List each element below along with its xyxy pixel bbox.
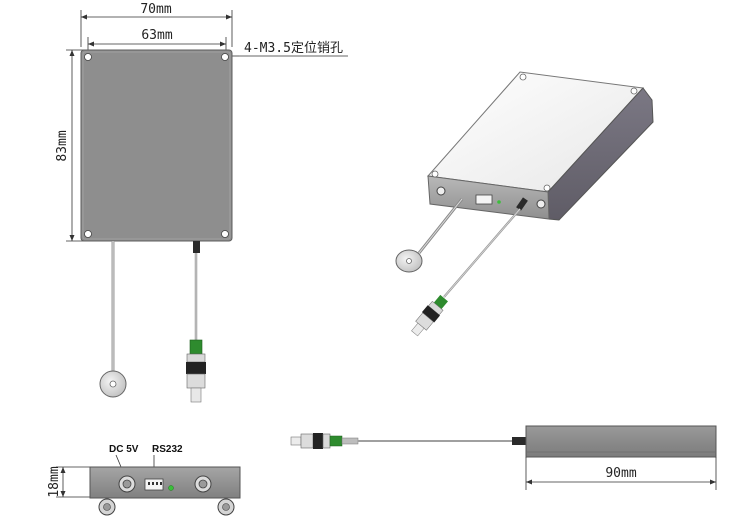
mount-hole bbox=[84, 53, 92, 61]
port-label-rs232: RS232 bbox=[152, 444, 183, 455]
status-led bbox=[168, 485, 174, 491]
dim-label-90: 90mm bbox=[605, 466, 636, 481]
side-fiber-connector bbox=[290, 433, 359, 449]
mount-hole bbox=[84, 230, 92, 238]
dimension-length: 90mm bbox=[525, 457, 717, 490]
dimension-height: 83mm bbox=[55, 49, 84, 242]
fiber-connector bbox=[186, 339, 206, 403]
side-view: 90mm bbox=[290, 425, 717, 490]
dim-label-63: 63mm bbox=[141, 28, 172, 43]
port-label-dc: DC 5V bbox=[109, 444, 139, 455]
dimension-depth: 18mm bbox=[47, 466, 90, 498]
dim-label-70: 70mm bbox=[140, 2, 171, 17]
front-panel bbox=[89, 466, 241, 499]
front-view: DC 5V RS232 18mm bbox=[47, 444, 241, 516]
hole-callout-label: 4-M3.5定位销孔 bbox=[244, 41, 343, 56]
iso-rs232-port bbox=[475, 194, 493, 205]
hole-callout: 4-M3.5定位销孔 bbox=[223, 41, 348, 57]
top-view: 70mm 63mm 83mm 4-M3.5定位销孔 bbox=[55, 2, 348, 403]
iso-fiber-connector bbox=[411, 294, 448, 337]
module-plate bbox=[80, 49, 233, 242]
dim-label-18: 18mm bbox=[47, 466, 62, 497]
mount-hole bbox=[221, 53, 229, 61]
mount-hole bbox=[221, 230, 229, 238]
fiber-boot bbox=[193, 241, 200, 253]
dimension-width-total: 70mm bbox=[80, 2, 233, 47]
isometric-view bbox=[395, 71, 654, 337]
dim-label-83: 83mm bbox=[55, 130, 70, 161]
